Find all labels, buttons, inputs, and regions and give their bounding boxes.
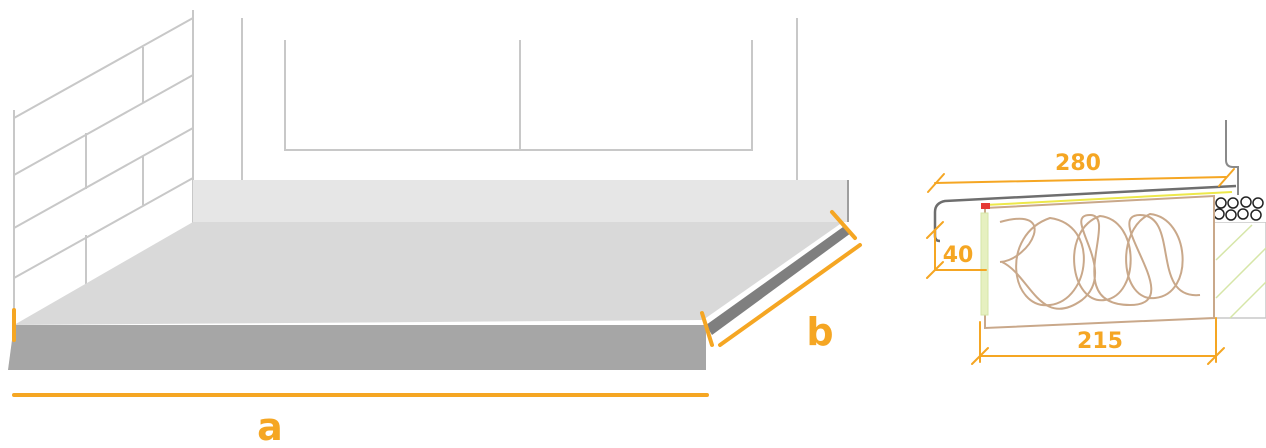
insulation: [999, 212, 1201, 310]
sill-side: [706, 227, 851, 335]
sill-top: [14, 222, 843, 325]
membrane-strip: [980, 212, 989, 316]
seal-marker: [981, 203, 990, 209]
dimension-215: [971, 317, 1225, 365]
sill-front: [8, 325, 706, 370]
dimension-40: [926, 221, 987, 279]
membrane-line: [984, 191, 1233, 206]
dimension-a-label: a: [257, 405, 283, 443]
dimension-280: [927, 168, 1235, 193]
wall-flashing: [1225, 120, 1239, 195]
wall-section: [1213, 221, 1266, 319]
dimension-215-label: 215: [1077, 329, 1123, 354]
gravel-fill: [1213, 196, 1266, 222]
dimension-b-label: b: [806, 310, 833, 354]
brick-wall: [13, 10, 194, 325]
frame-base: [193, 180, 848, 222]
window-frame: [241, 18, 798, 189]
dimension-b: [718, 210, 862, 347]
dimension-280-label: 280: [1055, 151, 1101, 176]
dimension-40-label: 40: [943, 243, 974, 268]
dimension-a: [12, 308, 714, 397]
sill-profile: [933, 184, 1237, 243]
